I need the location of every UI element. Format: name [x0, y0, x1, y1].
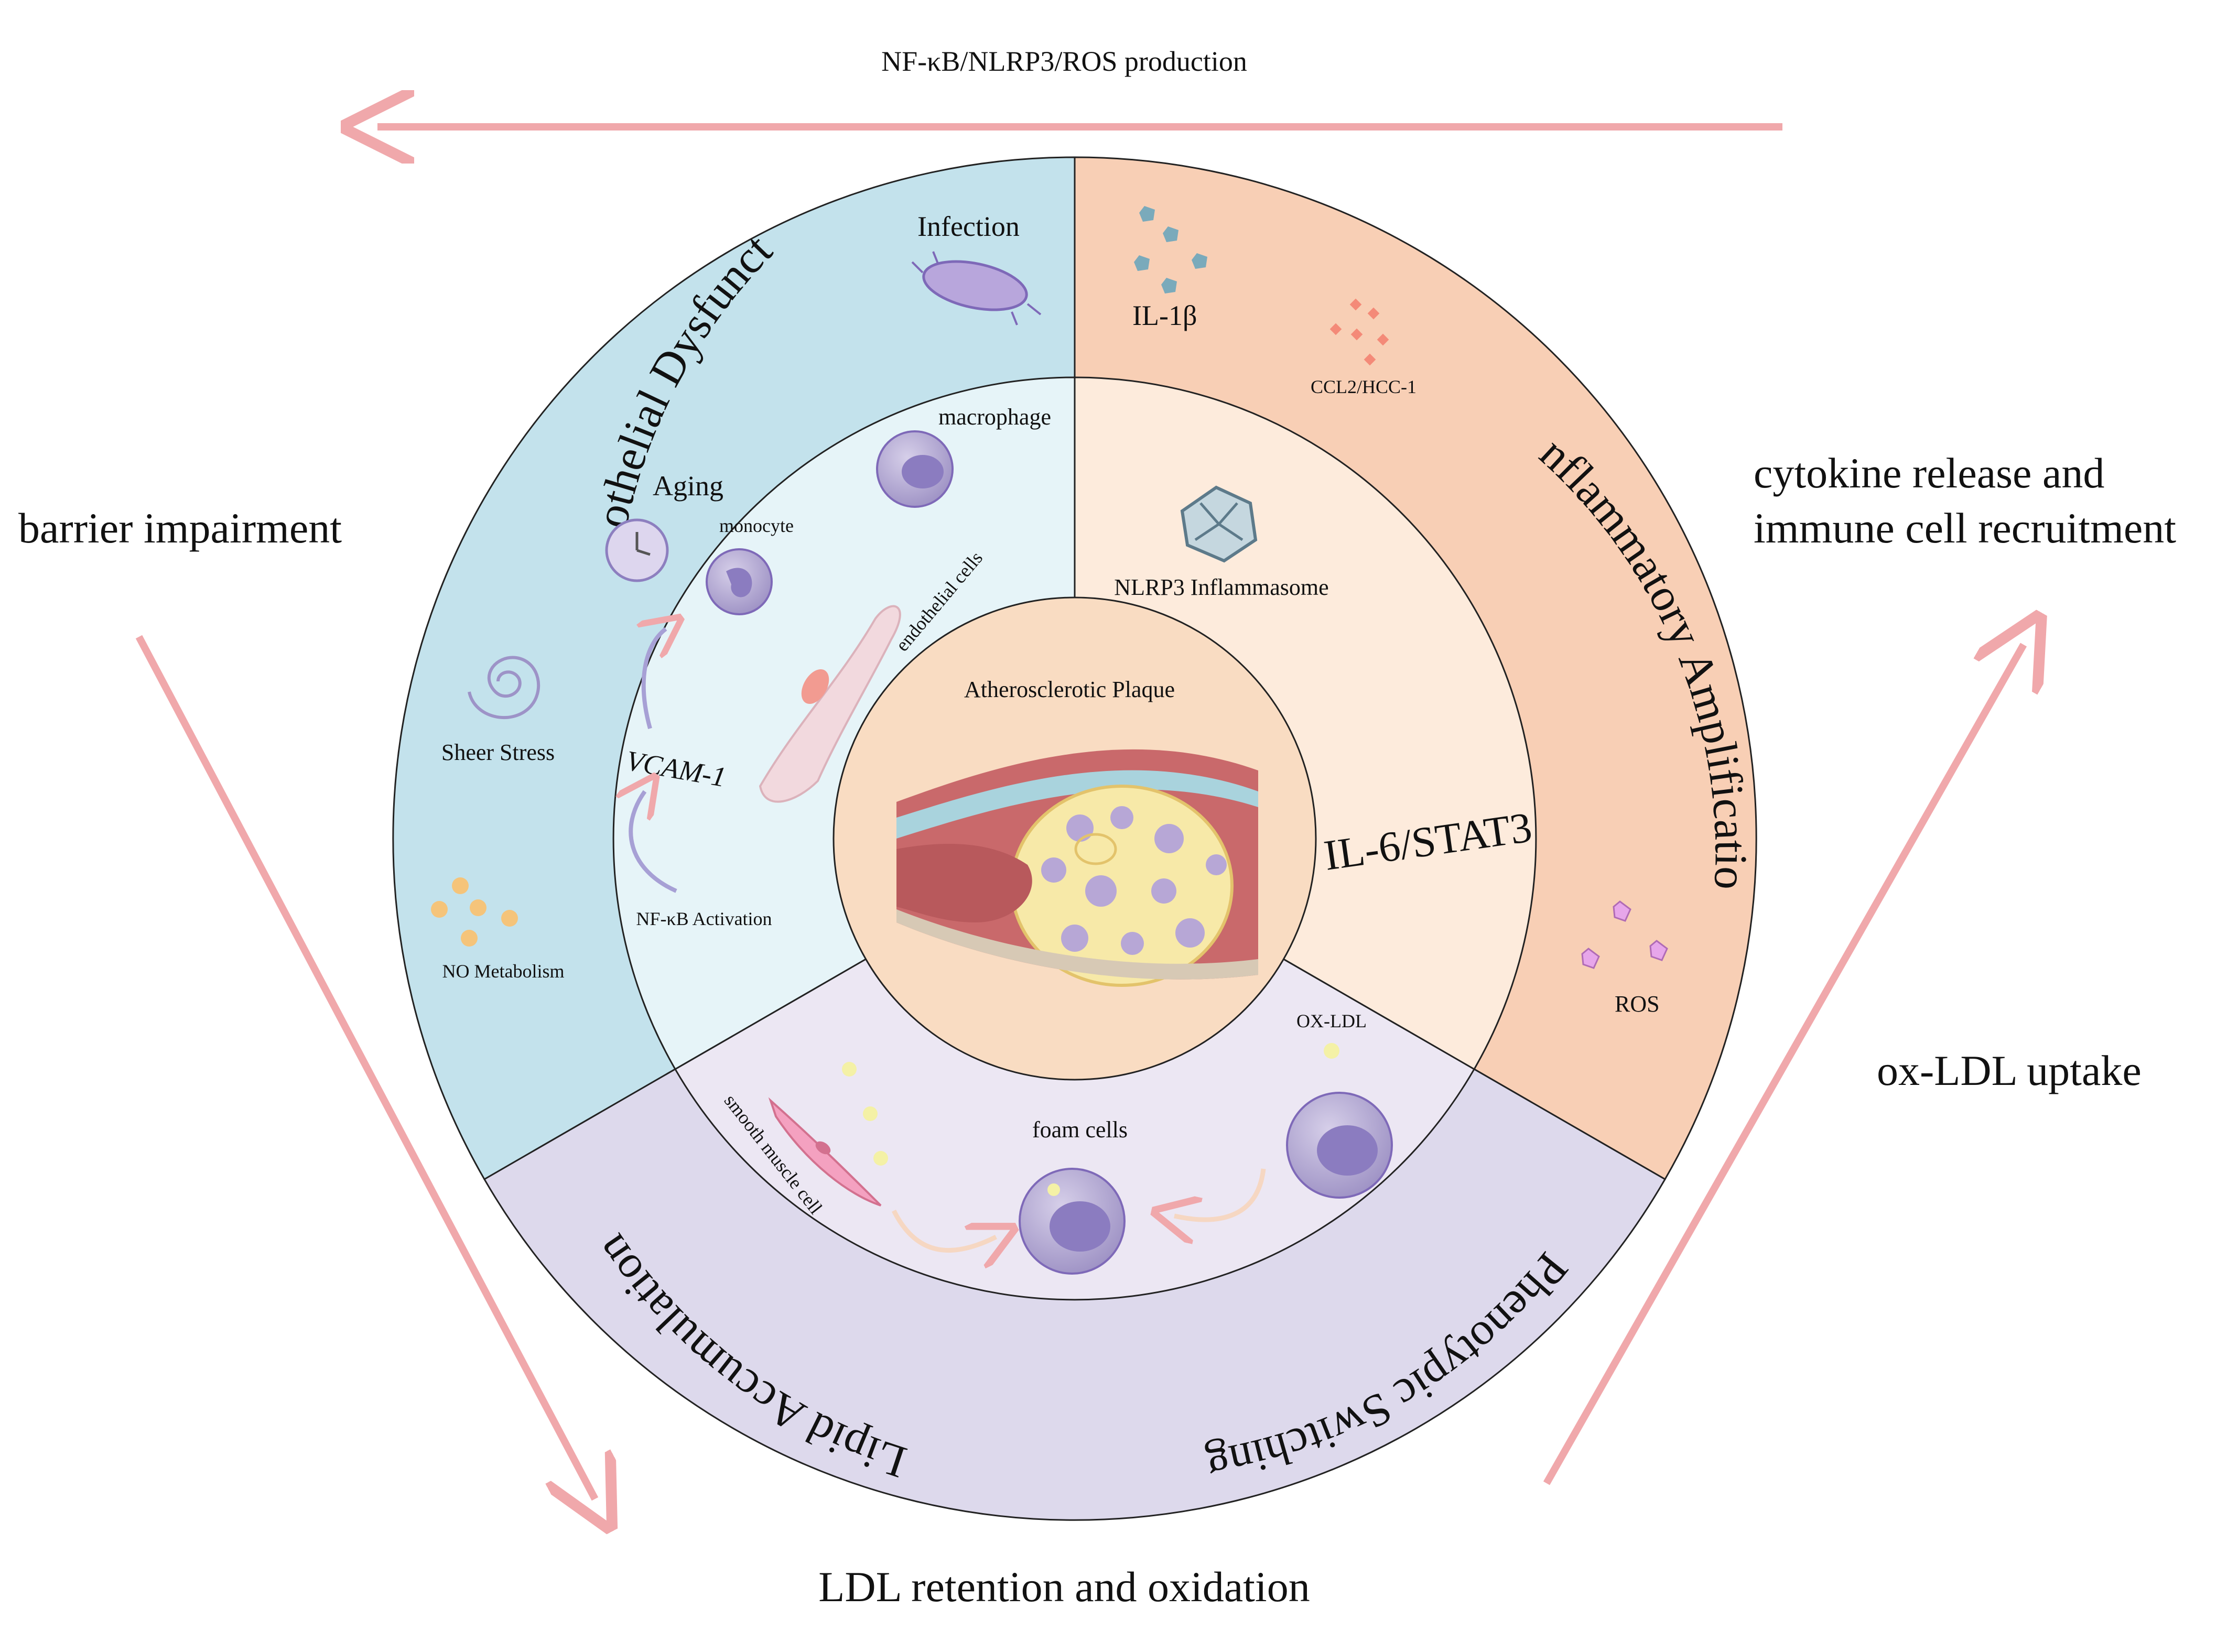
foam-cell-arrow-left	[891, 1209, 996, 1251]
infection-label: Infection	[917, 211, 1020, 242]
spiral-icon	[468, 656, 540, 720]
inflammasome-icon	[1180, 485, 1258, 563]
bacteria-icon	[911, 251, 1042, 325]
macrophage-label: macrophage	[938, 404, 1051, 430]
sheer-stress-label: Sheer Stress	[441, 740, 555, 765]
monocyte-icon	[706, 548, 773, 615]
oxldl-particle	[1324, 1043, 1339, 1059]
macrophage-icon	[876, 430, 954, 508]
right-cycle-arrow	[1543, 645, 2024, 1485]
lipid-particle	[873, 1151, 888, 1166]
aging-label: Aging	[653, 470, 723, 502]
ccl2-label: CCL2/HCC-1	[1311, 376, 1417, 397]
foam-cell-icon	[1019, 1168, 1126, 1275]
vcam-upper-curve-arrow	[644, 629, 666, 730]
smooth-muscle-cell-icon	[768, 1097, 882, 1207]
nfkb-curve-arrow	[631, 791, 677, 893]
oxldl-label: OX-LDL	[1296, 1010, 1367, 1031]
plaque-label: Atherosclerotic Plaque	[964, 677, 1175, 702]
endothelial-cell-icon	[759, 605, 901, 803]
plaque-illustration	[896, 749, 1258, 987]
ccl2-molecules-icon	[1329, 298, 1389, 366]
foam-cells-label: foam cells	[1032, 1117, 1128, 1143]
right-cycle-label-line1: cytokine release and	[1754, 449, 2104, 497]
il1b-molecules-icon	[1134, 206, 1207, 294]
il1b-label: IL-1β	[1132, 300, 1197, 331]
foam-cell-large-icon	[1286, 1092, 1393, 1199]
nlrp3-label: NLRP3 Inflammasome	[1114, 574, 1328, 600]
foam-cell-arrow-right	[1174, 1168, 1266, 1220]
ros-label: ROS	[1615, 991, 1660, 1017]
ros-molecules-icon	[1581, 900, 1668, 969]
monocyte-label: monocyte	[719, 515, 794, 536]
left-cycle-label: barrier impairment	[18, 504, 342, 552]
top-cycle-label: NF-κB/NLRP3/ROS production	[881, 46, 1247, 77]
right-lower-cycle-label: ox-LDL uptake	[1877, 1047, 2142, 1094]
lipid-particle	[842, 1062, 857, 1077]
clock-icon	[605, 518, 669, 582]
left-cycle-arrow	[135, 635, 595, 1499]
right-cycle-label-line2: immune cell recruitment	[1754, 504, 2176, 552]
no-metabolism-label: NO Metabolism	[442, 961, 565, 982]
no-molecules-icon	[431, 877, 518, 947]
bottom-cycle-label: LDL retention and oxidation	[818, 1563, 1310, 1611]
lipid-particle	[863, 1106, 878, 1121]
nfkb-activation-label: NF-κB Activation	[636, 908, 772, 929]
